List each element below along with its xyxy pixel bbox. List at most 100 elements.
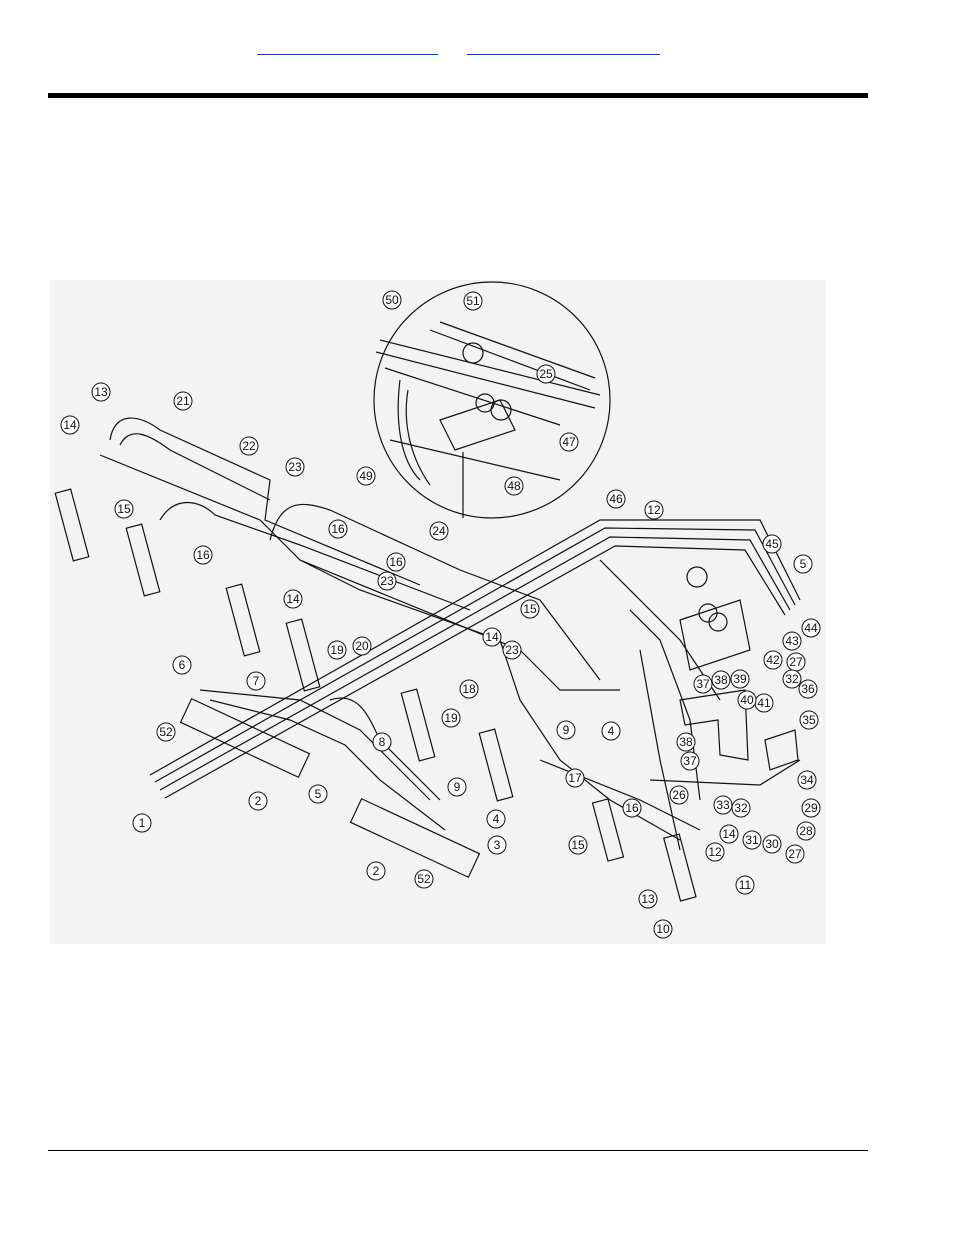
callout-label: 14 <box>63 418 77 432</box>
callout-12: 12 <box>644 500 664 520</box>
callout-circle <box>644 500 664 520</box>
callout-circle <box>797 770 817 790</box>
callout-23: 23 <box>502 640 522 660</box>
callout-label: 33 <box>716 798 730 812</box>
main-manifold-block <box>679 599 751 671</box>
callout-circle <box>132 813 152 833</box>
callout-circle <box>239 436 259 456</box>
callout-circle <box>799 710 819 730</box>
callout-circle <box>482 627 502 647</box>
callout-circle <box>793 554 813 574</box>
callout-label: 36 <box>801 682 815 696</box>
callout-label: 2 <box>255 794 262 808</box>
callout-label: 25 <box>539 367 553 381</box>
callout-label: 22 <box>242 439 256 453</box>
callout-label: 51 <box>466 294 480 308</box>
callout-34: 34 <box>797 770 817 790</box>
callout-39: 39 <box>730 669 750 689</box>
callout-50: 50 <box>382 290 402 310</box>
callout-label: 16 <box>625 801 639 815</box>
callout-circle <box>193 545 213 565</box>
callout-circle <box>504 476 524 496</box>
callout-label: 12 <box>647 503 661 517</box>
callout-label: 39 <box>733 672 747 686</box>
callout-label: 52 <box>417 872 431 886</box>
callout-label: 38 <box>679 735 693 749</box>
callout-label: 8 <box>379 735 386 749</box>
callout-37: 37 <box>693 674 713 694</box>
callout-44: 44 <box>801 618 821 638</box>
callout-2: 2 <box>366 861 386 881</box>
callout-24: 24 <box>429 521 449 541</box>
callout-16: 16 <box>193 545 213 565</box>
callout-label: 27 <box>789 655 803 669</box>
valve-block <box>764 729 799 771</box>
callout-label: 20 <box>355 639 369 653</box>
callout-label: 27 <box>788 847 802 861</box>
callout-25: 25 <box>536 364 556 384</box>
detail-manifold-block <box>439 399 516 451</box>
callout-circle <box>735 875 755 895</box>
callout-12: 12 <box>705 842 725 862</box>
callout-circle <box>798 679 818 699</box>
callout-label: 16 <box>389 555 403 569</box>
callout-circle <box>711 670 731 690</box>
header-rule <box>48 93 868 98</box>
callout-circle <box>60 415 80 435</box>
callout-label: 9 <box>563 723 570 737</box>
callout-19: 19 <box>441 708 461 728</box>
callout-52: 52 <box>156 722 176 742</box>
callout-label: 15 <box>523 602 537 616</box>
callout-label: 46 <box>609 492 623 506</box>
callout-label: 23 <box>288 460 302 474</box>
callout-circle <box>520 599 540 619</box>
callout-11: 11 <box>735 875 755 895</box>
callout-28: 28 <box>796 821 816 841</box>
callout-circle <box>559 432 579 452</box>
callout-5: 5 <box>793 554 813 574</box>
callout-circle <box>653 919 673 939</box>
callout-20: 20 <box>352 636 372 656</box>
header-link-2[interactable] <box>467 40 660 55</box>
callout-label: 35 <box>802 713 816 727</box>
callout-circle <box>669 785 689 805</box>
callout-label: 17 <box>568 771 582 785</box>
callout-26: 26 <box>669 785 689 805</box>
callout-circle <box>441 708 461 728</box>
callout-label: 48 <box>507 479 521 493</box>
callout-40: 40 <box>737 690 757 710</box>
callout-48: 48 <box>504 476 524 496</box>
header-link-1[interactable] <box>257 40 438 55</box>
callout-15: 15 <box>568 835 588 855</box>
callout-label: 4 <box>493 812 500 826</box>
callout-label: 37 <box>683 754 697 768</box>
callout-label: 18 <box>462 682 476 696</box>
callout-circle <box>601 721 621 741</box>
callout-circle <box>386 552 406 572</box>
callout-9: 9 <box>556 720 576 740</box>
callout-label: 32 <box>785 672 799 686</box>
callout-label: 9 <box>454 780 461 794</box>
callout-label: 21 <box>176 394 190 408</box>
callout-circle <box>737 690 757 710</box>
detail-magnifier-circle <box>373 281 611 519</box>
callout-circle <box>308 784 328 804</box>
callout-circle <box>382 290 402 310</box>
callout-16: 16 <box>622 798 642 818</box>
callout-label: 14 <box>722 827 736 841</box>
callout-label: 24 <box>432 524 446 538</box>
callout-52: 52 <box>414 869 434 889</box>
callout-circle <box>705 842 725 862</box>
callout-4: 4 <box>601 721 621 741</box>
callout-circle <box>801 798 821 818</box>
callout-circle <box>782 631 802 651</box>
callout-circle <box>719 824 739 844</box>
callout-label: 6 <box>179 658 186 672</box>
detail-hoses <box>375 321 601 486</box>
mounting-bracket <box>679 689 749 761</box>
callout-14: 14 <box>719 824 739 844</box>
callout-6: 6 <box>172 655 192 675</box>
hydraulic-lines <box>99 417 801 851</box>
callout-51: 51 <box>463 291 483 311</box>
callout-29: 29 <box>801 798 821 818</box>
